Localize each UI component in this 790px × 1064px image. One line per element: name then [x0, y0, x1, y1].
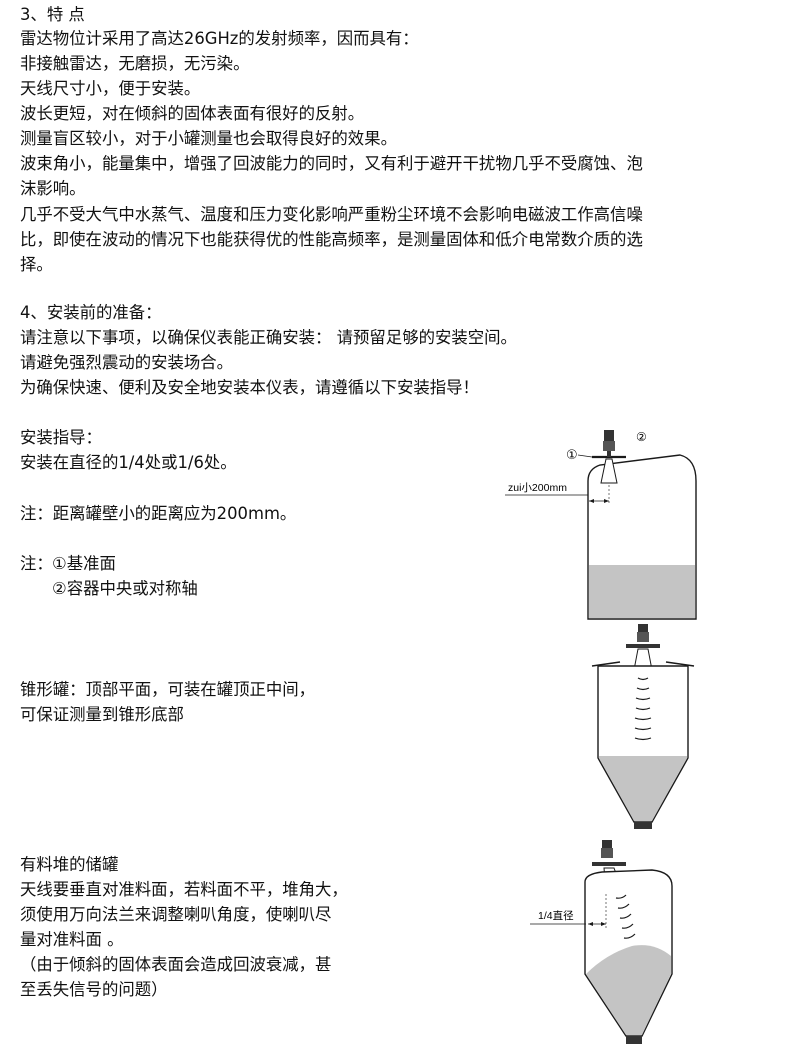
- distance-label: zui小200mm: [508, 482, 567, 494]
- guide-position: 安装在直径的1/4处或1/6处。: [20, 453, 237, 472]
- radar-head: [602, 840, 612, 848]
- features-line: 测量盲区较小，对于小罐测量也会取得良好的效果。: [20, 129, 397, 148]
- preparation-line: 请注意以下事项，以确保仪表能正确安装： 请预留足够的安装空间。: [20, 328, 517, 347]
- tank-outlet: [626, 1036, 642, 1044]
- pile-tank-diagram: 1/4直径: [530, 840, 673, 1044]
- features-line: 比，即使在波动的情况下也能获得优的性能高频率，是测量固体和低介电常数介质的选: [20, 230, 643, 249]
- features-line: 波束角小，能量集中，增强了回波能力的同时，又有利于避开干扰物几乎不受腐蚀、泡: [20, 154, 643, 173]
- preparation-heading: 4、安装前的准备：: [20, 303, 162, 322]
- pile-tank-line: 量对准料面 。: [20, 930, 124, 949]
- features-line: 几乎不受大气中水蒸气、温度和压力变化影响严重粉尘环境不会影响电磁波工作高信噪: [20, 205, 643, 224]
- features-line: 沫影响。: [20, 179, 86, 198]
- radar-signal: [634, 677, 652, 741]
- cone-tank-line: 锥形罐：顶部平面，可装在罐顶正中间，: [20, 680, 316, 699]
- pile-tank-line: 须使用万向法兰来调整喇叭角度，使喇叭尽: [20, 905, 332, 924]
- features-line: 波长更短，对在倾斜的固体表面有很好的反射。: [20, 104, 365, 123]
- marker-1: ①: [566, 447, 578, 462]
- radar-flange: [626, 644, 660, 648]
- guide-note-item1: ①基准面: [52, 554, 116, 573]
- cone-tank-line: 可保证测量到锥形底部: [20, 705, 184, 724]
- marker-2: ②: [636, 430, 647, 444]
- features-line: 雷达物位计采用了高达26GHz的发射频率，因而具有：: [20, 29, 419, 48]
- pile-tank-line: 至丢失信号的问题）: [20, 980, 168, 999]
- material-fill: [599, 756, 687, 821]
- radar-signal: [615, 894, 636, 939]
- guide-note-distance: 注：距离罐壁小的距离应为200mm。: [20, 504, 297, 523]
- horn-antenna: [600, 458, 618, 484]
- radar-housing: [603, 441, 615, 451]
- features-line: 择。: [20, 255, 53, 274]
- pile-tank-line: （由于倾斜的固体表面会造成回波衰减，甚: [20, 955, 332, 974]
- quarter-label: 1/4直径: [538, 909, 574, 922]
- guide-heading: 安装指导：: [20, 428, 102, 447]
- radar-head: [604, 430, 614, 441]
- material-fill: [589, 565, 695, 618]
- universal-flange: [592, 862, 626, 866]
- tank-outlet: [634, 822, 652, 829]
- features-heading: 3、特 点: [20, 5, 85, 24]
- pile-tank-heading: 有料堆的储罐: [20, 855, 119, 874]
- flat-tank-diagram: ① ② zui小200mm: [505, 430, 697, 620]
- material-pile: [586, 945, 671, 1035]
- guide-note-label: 注：: [20, 554, 53, 573]
- preparation-line: 为确保快速、便利及安全地安装本仪表，请遵循以下安装指导！: [20, 378, 479, 397]
- preparation-line: 请避免强烈震动的安装场合。: [20, 353, 234, 372]
- cone-tank-diagram: [591, 624, 695, 829]
- pile-tank-line: 天线要垂直对准料面，若料面不平，堆角大，: [20, 880, 348, 899]
- guide-note-item2: ②容器中央或对称轴: [52, 579, 198, 598]
- features-line: 天线尺寸小，便于安装。: [20, 79, 201, 98]
- features-line: 非接触雷达，无磨损，无污染。: [20, 54, 250, 73]
- radar-head: [638, 624, 648, 632]
